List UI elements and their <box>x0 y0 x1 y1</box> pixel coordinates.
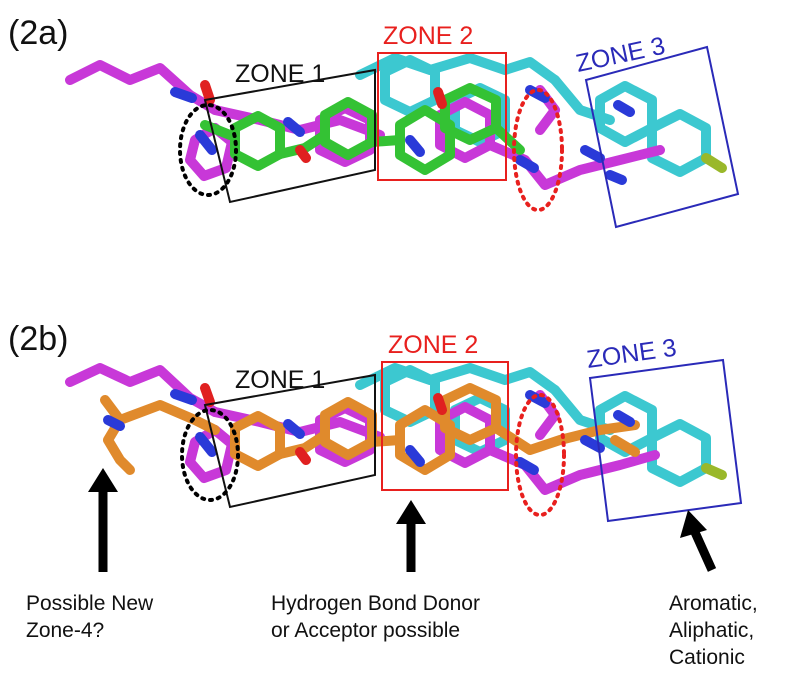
magenta-ligand-2a <box>65 60 665 190</box>
zone-1-box-2b: ZONE 1 <box>203 366 376 509</box>
caption-hbond-line-1: Hydrogen Bond Donor <box>271 592 480 615</box>
caption-zone-3-line-3: Cationic <box>669 646 745 669</box>
caption-zone-4: Possible New Zone-4? <box>26 592 159 642</box>
zone-2-label-2b: ZONE 2 <box>388 331 478 359</box>
arrow-zone-4 <box>88 468 118 572</box>
arrow-zone-2 <box>396 500 426 572</box>
dotted-ellipse-black-2b <box>180 408 240 502</box>
ligand-overlay-2b <box>65 363 727 495</box>
zone-1-label-2a: ZONE 1 <box>235 60 325 88</box>
orange-ligand-2b <box>100 383 640 475</box>
caption-zone-3: Aromatic, Aliphatic, Cationic <box>669 592 764 669</box>
green-ligand-2a <box>200 83 525 175</box>
heteroatoms-2a <box>170 80 635 185</box>
arrow-zone-3 <box>680 510 717 572</box>
dotted-ellipse-red-2b <box>514 393 566 517</box>
panel-label-2b: (2b) <box>8 320 68 358</box>
zone-2-box-2a: ZONE 2 <box>377 22 507 181</box>
caption-zone-3-line-2: Aliphatic, <box>669 619 754 642</box>
caption-zone-4-line-1: Possible New <box>26 592 154 615</box>
caption-zone-3-line-1: Aromatic, <box>669 592 758 615</box>
caption-zone-4-line-2: Zone-4? <box>26 619 104 642</box>
panel-label-2a: (2a) <box>8 14 68 52</box>
zone-2-box-2b: ZONE 2 <box>381 331 509 491</box>
zone-2-label-2a: ZONE 2 <box>383 22 473 50</box>
zone-1-label-2b: ZONE 1 <box>235 366 325 394</box>
dotted-ellipse-red-2a <box>512 88 564 212</box>
zone-1-box-2a: ZONE 1 <box>203 60 376 204</box>
caption-hbond: Hydrogen Bond Donor or Acceptor possible <box>271 592 486 642</box>
ligand-overlay-2a <box>65 53 727 190</box>
dotted-ellipse-black-2a <box>178 103 238 197</box>
caption-hbond-line-2: or Acceptor possible <box>271 619 460 642</box>
panel-2a: (2a) <box>8 14 740 229</box>
panel-2b: (2b) <box>8 320 764 669</box>
